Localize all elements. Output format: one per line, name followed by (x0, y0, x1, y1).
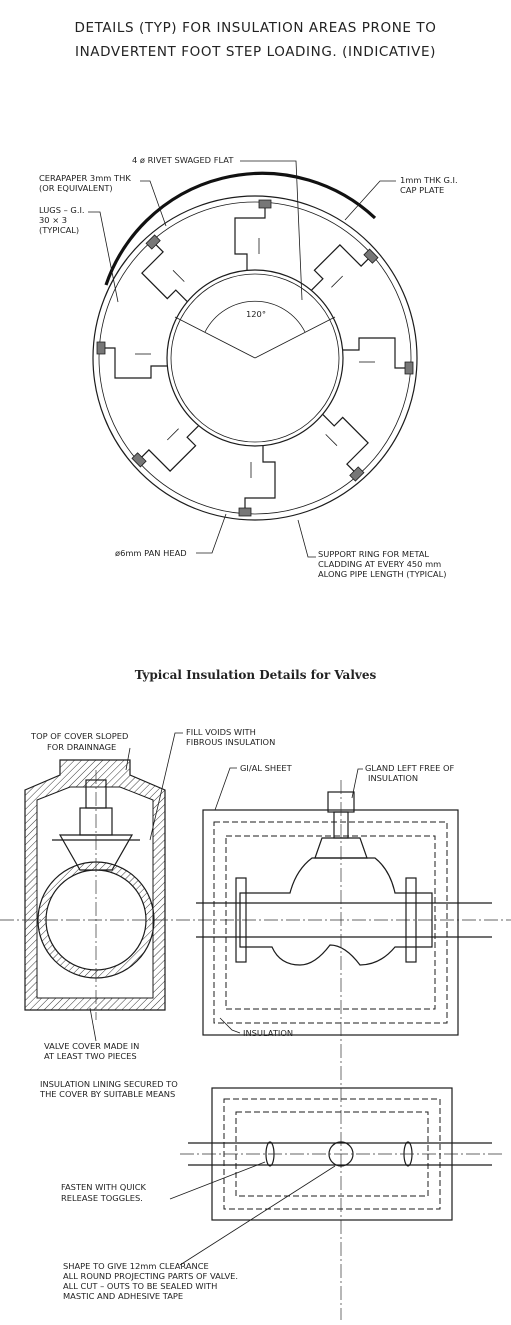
valve-top-view (180, 1087, 505, 1221)
lug-pad (349, 466, 365, 482)
valve-end-view (0, 759, 511, 1020)
fill-voids-label-1: FILL VOIDS WITH (186, 727, 256, 737)
shape-label-4: MASTIC AND ADHESIVE TAPE (63, 1291, 183, 1301)
valve-cover-label-2: AT LEAST TWO PIECES (44, 1051, 137, 1061)
drawing-heading-line-1: DETAILS (TYP) FOR INSULATION AREAS PRONE… (74, 20, 437, 36)
lug-pad (258, 199, 272, 209)
angle-line-left (174, 316, 256, 359)
bonnet (314, 837, 368, 859)
support-lug (244, 446, 276, 514)
gland-label-1: GLAND LEFT FREE OF (365, 763, 455, 773)
lugs-leader (88, 211, 119, 303)
outer-cladding-ring (92, 195, 418, 521)
lug-pad (363, 248, 379, 264)
support-lug (141, 240, 188, 302)
support-ring-label-2: CLADDING AT EVERY 450 mm (318, 559, 441, 569)
lugs-label-3: (TYPICAL) (39, 225, 79, 235)
insulation-label: INSULATION (243, 1028, 293, 1038)
lug-rib (172, 270, 185, 282)
cap-plate-label-2: CAP PLATE (400, 185, 444, 195)
cerapaper-label-1: CERAPAPER 3mm THK (39, 173, 131, 183)
angle-label: 120° (246, 309, 266, 319)
insulation-dashed-box (213, 821, 448, 1024)
support-lug (234, 202, 266, 270)
valve-cover-label-1: VALVE COVER MADE IN (44, 1041, 139, 1051)
shape-label-1: SHAPE TO GIVE 12mm CLEARANCE (63, 1261, 209, 1271)
lug-pad (96, 341, 106, 355)
lining-label-1: INSULATION LINING SECURED TO (40, 1079, 178, 1089)
valve-details-title: Typical Insulation Details for Valves (134, 668, 377, 682)
cap-plate-leader (344, 180, 396, 221)
angle-line-right (254, 316, 336, 359)
fill-voids-label-2: FIBROUS INSULATION (186, 737, 275, 747)
support-lug (343, 337, 411, 369)
cap-plate-label-1: 1mm THK G.I. (400, 175, 458, 185)
pan-head-label: ø6mm PAN HEAD (115, 548, 187, 558)
lug-rib (331, 275, 343, 288)
gland-label-2: INSULATION (368, 773, 418, 783)
fasten-label-1: FASTEN WITH QUICK (61, 1182, 147, 1192)
pipe-circle (166, 269, 344, 447)
support-ring-circle (98, 201, 412, 515)
support-lug (99, 347, 167, 379)
gi-sheet-leader (214, 767, 237, 811)
support-ring-leader (297, 519, 316, 558)
lug-pad (404, 361, 414, 375)
gland-leader (351, 768, 363, 799)
angle-arc (204, 300, 306, 333)
support-lug (137, 425, 199, 472)
top-cover-leader (125, 747, 131, 771)
lug-rib (325, 434, 338, 446)
valve-labels: TOP OF COVER SLOPED FOR DRAINNAGE FILL V… (30, 727, 455, 1301)
cap-plate-arc (104, 171, 377, 286)
valve-cover-leader (89, 1007, 97, 1042)
support-lugs (96, 199, 414, 517)
rivet-label: 4 ø RIVET SWAGED FLAT (132, 155, 234, 165)
shape-leader (179, 1165, 336, 1266)
support-lug (322, 414, 369, 476)
lug-rib (167, 428, 179, 441)
lugs-label-1: LUGS – G.I. (39, 205, 85, 215)
top-cover-label-2: FOR DRAINNAGE (47, 742, 116, 752)
fasten-label-2: RELEASE TOGGLES. (61, 1193, 143, 1203)
cladding-box (202, 809, 459, 1036)
gi-sheet-label: GI/AL SHEET (240, 763, 293, 773)
lug-pad (238, 507, 252, 517)
shape-label-3: ALL CUT – OUTS TO BE SEALED WITH (63, 1281, 217, 1291)
pipe-section-view: 120° 4 ø RIVET SWAGED FLAT CERAPAPER 3mm… (39, 155, 458, 579)
fill-voids-leader (149, 732, 183, 841)
support-ring-label-1: SUPPORT RING FOR METAL (318, 549, 429, 559)
lining-label-2: THE COVER BY SUITABLE MEANS (39, 1089, 175, 1099)
lug-pad (145, 234, 161, 250)
cerapaper-label-2: (OR EQUIVALENT) (39, 183, 113, 193)
right-flange (405, 877, 417, 963)
pipe-inner-circle (170, 273, 340, 443)
support-ring-label-3: ALONG PIPE LENGTH (TYPICAL) (318, 569, 446, 579)
valve-body-outline (239, 857, 433, 966)
shape-label-2: ALL ROUND PROJECTING PARTS OF VALVE. (63, 1271, 238, 1281)
top-cover-label-1: TOP OF COVER SLOPED (30, 731, 128, 741)
drawing-heading-line-2: INADVERTENT FOOT STEP LOADING. (INDICATI… (75, 44, 436, 60)
lugs-label-2: 30 × 3 (39, 215, 67, 225)
support-lug (311, 244, 373, 291)
valve-side-view (196, 780, 492, 1320)
fasten-leader (169, 1161, 266, 1200)
lug-pad (131, 452, 147, 468)
cerapaper-leader (140, 180, 167, 227)
rivet-leader (240, 160, 303, 301)
pan-head-leader (196, 513, 227, 554)
inner-dashed-box (225, 835, 436, 1010)
left-flange (235, 877, 247, 963)
insulation-leader (219, 1017, 241, 1034)
